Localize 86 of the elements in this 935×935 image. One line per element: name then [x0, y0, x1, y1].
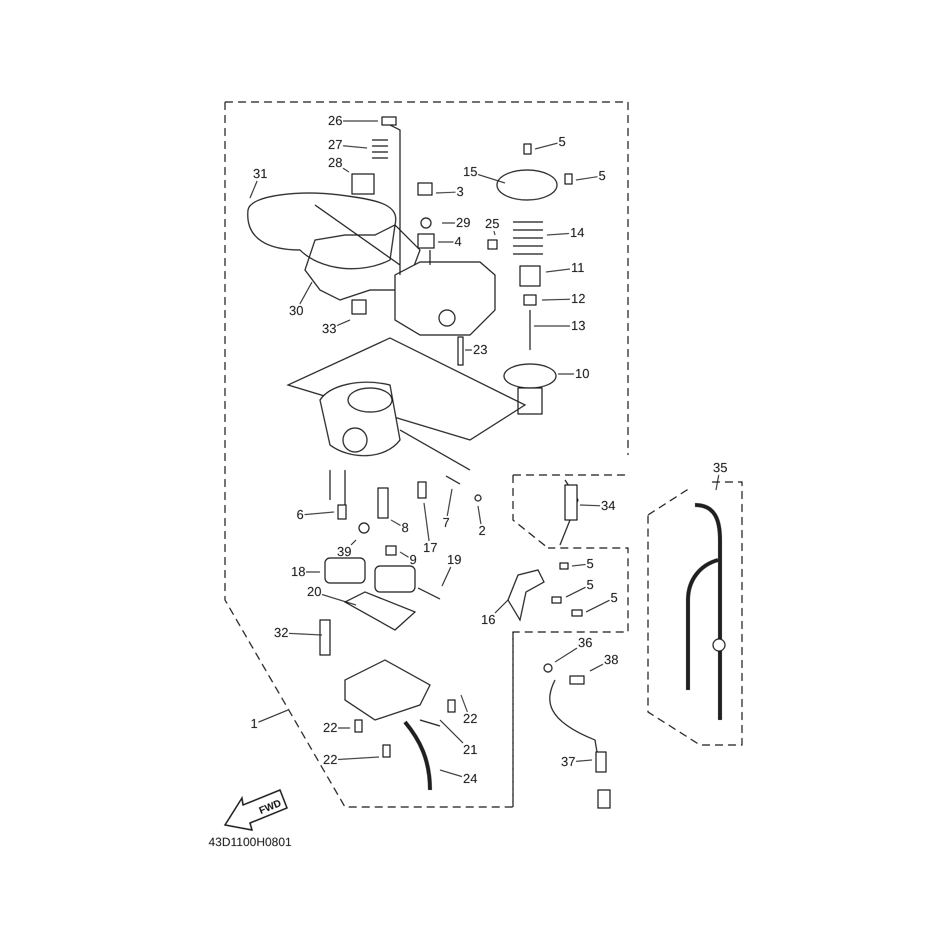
callout-number: 36 — [577, 636, 594, 650]
leader-line — [342, 145, 368, 148]
leader-line — [580, 504, 600, 506]
leader-line — [554, 648, 578, 662]
callout-number: 22 — [462, 712, 478, 726]
leader-line — [350, 540, 356, 546]
callout-number: 26 — [327, 114, 344, 128]
callout-number: 33 — [321, 322, 338, 336]
callout-number: 21 — [462, 743, 478, 757]
drawing-code: 43D1100H0801 — [208, 835, 292, 849]
callout-number: 30 — [288, 304, 304, 318]
leader-line — [390, 520, 401, 526]
callout-number: 15 — [462, 165, 478, 179]
callout-number: 2 — [478, 524, 487, 538]
leader-line — [546, 233, 570, 236]
callout-number: 5 — [586, 578, 595, 592]
callout-number: 5 — [610, 591, 619, 605]
leader-line — [716, 474, 720, 490]
leader-line — [546, 268, 570, 272]
callout-number: 16 — [480, 613, 496, 627]
callout-number: 31 — [252, 167, 268, 181]
leader-line — [576, 176, 598, 180]
leader-line — [440, 720, 464, 744]
callout-number: 11 — [570, 261, 586, 275]
callout-number: 38 — [603, 653, 620, 667]
callout-number: 25 — [484, 217, 500, 231]
callout-number: 8 — [400, 521, 410, 535]
callout-number: 5 — [558, 135, 567, 149]
callout-number: 39 — [336, 545, 352, 559]
callout-number: 1 — [250, 717, 259, 731]
callout-number: 35 — [712, 461, 728, 475]
callout-number: 22 — [322, 753, 338, 767]
callout-number: 32 — [273, 626, 290, 640]
callout-number: 4 — [454, 235, 463, 249]
direction-label: FWD — [257, 798, 282, 816]
callout-number: 12 — [570, 292, 586, 306]
callout-number: 20 — [306, 585, 322, 599]
leader-line — [586, 600, 610, 612]
leader-line — [258, 710, 288, 723]
leader-line — [576, 760, 592, 762]
callout-number: 29 — [455, 216, 472, 230]
leader-line — [493, 230, 496, 236]
callout-number: 27 — [327, 138, 344, 152]
callout-number: 9 — [408, 553, 418, 567]
leader-line — [338, 756, 380, 760]
callout-number: 17 — [422, 541, 438, 555]
callout-number: 28 — [327, 156, 344, 170]
callout-number: 18 — [290, 565, 306, 579]
leader-line — [566, 586, 586, 598]
callout-number: 10 — [574, 367, 590, 381]
leader-line — [542, 298, 570, 300]
callout-number: 23 — [472, 343, 488, 357]
leader-line — [342, 120, 378, 122]
leader-line — [478, 174, 506, 184]
leader-line — [288, 632, 322, 636]
callout-number: 34 — [600, 499, 616, 513]
leader-line — [440, 770, 462, 778]
leader-line — [250, 180, 258, 198]
leader-line — [400, 552, 409, 558]
leader-line — [460, 694, 468, 712]
callout-number: 14 — [569, 226, 586, 240]
leader-line — [342, 168, 350, 172]
leader-line — [299, 282, 312, 304]
callout-number: 6 — [296, 508, 305, 522]
callout-number: 7 — [442, 516, 451, 530]
callout-number: 3 — [456, 185, 465, 199]
leader-line — [572, 564, 586, 566]
leader-line — [446, 488, 452, 516]
leader-line — [336, 320, 350, 326]
leader-line — [304, 512, 334, 516]
leader-line — [424, 502, 430, 542]
callout-number: 37 — [560, 755, 576, 769]
leader-line — [436, 192, 456, 194]
callout-number: 22 — [322, 721, 338, 735]
callout-number: 13 — [570, 319, 586, 333]
callout-number: 5 — [598, 169, 607, 183]
leader-line — [442, 222, 456, 224]
leader-line — [494, 600, 508, 614]
leader-line — [590, 664, 604, 672]
leader-line — [478, 506, 482, 524]
leader-line — [534, 142, 558, 150]
callout-number: 19 — [446, 553, 462, 567]
leader-line — [322, 594, 356, 606]
callout-number: 5 — [586, 557, 595, 571]
leader-line — [442, 566, 452, 586]
callout-number: 24 — [462, 772, 478, 786]
